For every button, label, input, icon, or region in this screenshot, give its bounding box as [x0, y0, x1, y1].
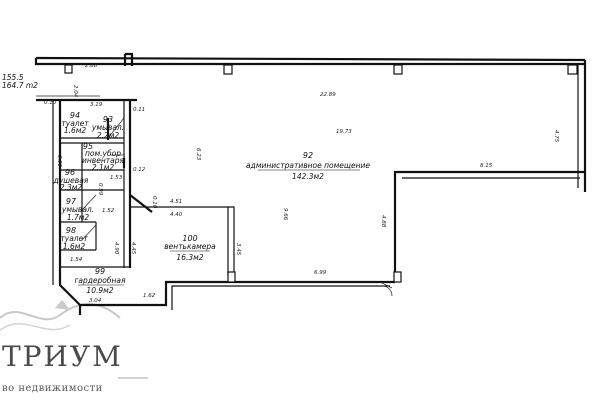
- svg-text:8.15: 8.15: [480, 163, 493, 169]
- svg-text:10.9м2: 10.9м2: [86, 286, 113, 295]
- svg-text:инвентаря: инвентаря: [82, 156, 124, 165]
- logo-name: ТРИУМ: [2, 340, 123, 373]
- logo-mark: [0, 300, 121, 331]
- room-96: 96 душевая 2.3м2: [53, 168, 89, 192]
- room-93: 93 умывал. 2.2м2: [91, 115, 124, 140]
- svg-text:4.51: 4.51: [170, 199, 182, 205]
- svg-text:2.2м2: 2.2м2: [97, 131, 120, 140]
- interior-walls: [60, 100, 235, 282]
- svg-text:туалет: туалет: [60, 234, 88, 243]
- svg-text:1.54: 1.54: [70, 257, 83, 263]
- svg-text:22.89: 22.89: [320, 92, 336, 98]
- total-area-label: 155.5 164.7 m2: [2, 73, 38, 90]
- room-97: 97 умывал. 1.7м2: [61, 197, 94, 222]
- svg-text:0.10: 0.10: [44, 100, 57, 106]
- svg-text:93: 93: [103, 115, 113, 124]
- svg-text:4.90: 4.90: [113, 242, 119, 255]
- svg-text:4.75: 4.75: [553, 130, 559, 143]
- svg-text:3.04: 3.04: [89, 298, 102, 304]
- svg-text:95: 95: [83, 142, 93, 151]
- svg-text:3.45: 3.45: [235, 243, 241, 256]
- total-area-2: 164.7 m2: [2, 81, 38, 90]
- svg-text:2.3м2: 2.3м2: [60, 183, 83, 192]
- svg-text:душевая: душевая: [53, 176, 89, 185]
- svg-text:0.11: 0.11: [133, 107, 145, 113]
- svg-text:4.40: 4.40: [170, 212, 183, 218]
- dimension-labels: 2.88 22.89 19.73 4.75 8.15 6.23 9.66 4.8…: [44, 63, 559, 304]
- svg-text:1.53: 1.53: [110, 175, 123, 181]
- svg-text:1.52: 1.52: [102, 208, 115, 214]
- svg-text:административное помещение: административное помещение: [246, 161, 370, 170]
- room-98: 98 туалет 1.6м2: [60, 226, 88, 251]
- logo: ТРИУМ во недвижимости: [2, 340, 148, 394]
- svg-text:4.88: 4.88: [380, 215, 386, 228]
- room-92: 92 административное помещение 142.3м2: [246, 151, 370, 181]
- svg-text:99: 99: [95, 267, 105, 276]
- svg-text:96: 96: [65, 168, 75, 177]
- svg-text:92: 92: [303, 151, 313, 160]
- svg-text:3.99: 3.99: [56, 155, 62, 168]
- svg-text:97: 97: [66, 197, 77, 206]
- svg-text:вентькамера: вентькамера: [164, 242, 216, 251]
- svg-text:100: 100: [182, 234, 197, 243]
- svg-text:6.99: 6.99: [314, 270, 327, 276]
- svg-text:умывал.: умывал.: [91, 123, 124, 132]
- svg-text:9.66: 9.66: [282, 208, 288, 221]
- svg-text:2.1м2: 2.1м2: [92, 163, 115, 172]
- doors: [110, 154, 393, 297]
- svg-text:3.19: 3.19: [90, 102, 103, 108]
- room-99: 99 гардеробная 10.9м2: [74, 267, 126, 295]
- svg-text:1.62: 1.62: [143, 293, 156, 299]
- svg-text:4.45: 4.45: [130, 242, 136, 255]
- svg-text:2.88: 2.88: [85, 63, 98, 69]
- svg-text:16.3м2: 16.3м2: [176, 253, 203, 262]
- svg-text:19.73: 19.73: [336, 129, 352, 135]
- svg-text:умывал.: умывал.: [61, 205, 94, 214]
- svg-text:94: 94: [70, 111, 80, 120]
- svg-text:0.12: 0.12: [133, 167, 146, 173]
- svg-text:98: 98: [66, 226, 76, 235]
- svg-text:1.7м2: 1.7м2: [67, 213, 90, 222]
- svg-text:0.99: 0.99: [97, 183, 103, 196]
- room-100: 100 вентькамера 16.3м2: [164, 234, 216, 262]
- outer-walls: [34, 52, 587, 315]
- svg-text:пом.убор: пом.убор: [85, 149, 121, 158]
- svg-text:1.6м2: 1.6м2: [63, 242, 86, 251]
- svg-text:142.3м2: 142.3м2: [292, 172, 324, 181]
- svg-text:2.04: 2.04: [72, 85, 78, 98]
- room-95: 95 пом.убор инвентаря 2.1м2: [82, 142, 124, 172]
- logo-tagline: во недвижимости: [2, 383, 103, 394]
- svg-text:6.23: 6.23: [195, 148, 201, 161]
- svg-text:гардеробная: гардеробная: [74, 276, 126, 285]
- svg-text:туалет: туалет: [61, 119, 89, 128]
- total-area-1: 155.5: [2, 73, 24, 82]
- svg-text:0.10: 0.10: [151, 196, 157, 209]
- svg-text:1.6м2: 1.6м2: [64, 126, 87, 135]
- columns: [64, 64, 578, 283]
- room-94: 94 туалет 1.6м2: [61, 111, 89, 135]
